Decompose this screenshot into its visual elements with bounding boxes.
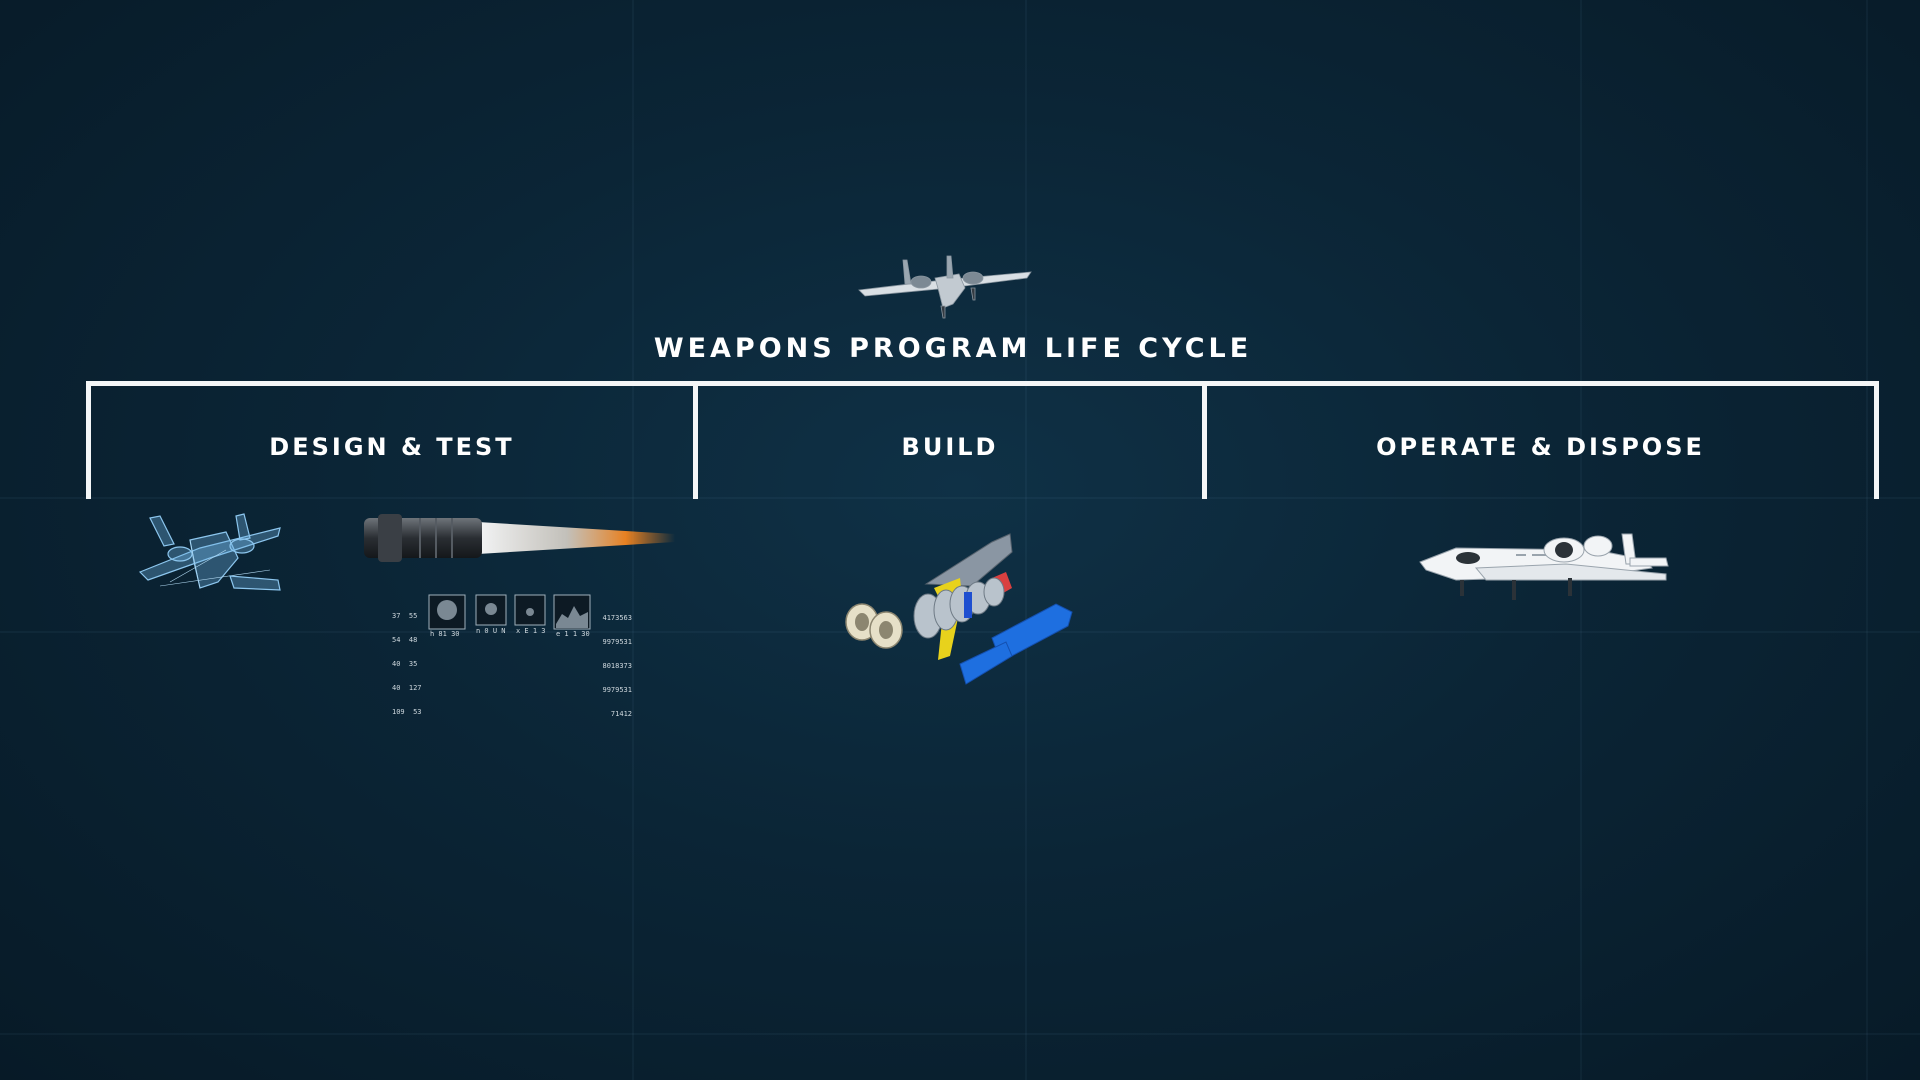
wireframe-aircraft-icon xyxy=(138,513,281,591)
readout-value: 37 55 xyxy=(392,612,418,620)
grid-line xyxy=(1866,0,1868,1080)
grid-line xyxy=(0,631,1920,633)
page-title: WEAPONS PROGRAM LIFE CYCLE xyxy=(653,333,1253,364)
grid-line xyxy=(1580,0,1582,1080)
exploded-engine-icon xyxy=(845,533,1073,685)
jet-engine-test-icon xyxy=(364,514,675,562)
readout-value: 40 127 xyxy=(392,684,422,692)
panel-label: h 81 30 xyxy=(430,630,460,638)
readout-value: 9979531 xyxy=(602,686,632,694)
phase-design-test: DESIGN & TEST xyxy=(269,433,515,461)
readout-value: 4173563 xyxy=(602,614,632,622)
readout-right-column: 4173563 9979531 8018373 9979531 71412 xyxy=(598,598,632,726)
readout-value: 8018373 xyxy=(602,662,632,670)
readout-value: 9979531 xyxy=(602,638,632,646)
test-readout-panels xyxy=(428,594,591,630)
aircraft-icon xyxy=(858,255,1032,319)
panel-label: x E 1 3 xyxy=(516,627,546,635)
aircraft-icon xyxy=(1419,533,1669,600)
lifecycle-bracket xyxy=(86,381,1879,386)
panel-label: e 1 1 30 xyxy=(556,630,590,638)
bracket-divider xyxy=(1202,381,1207,499)
grid-line xyxy=(0,1033,1920,1035)
readout-value: 40 35 xyxy=(392,660,418,668)
readout-left-column: 37 55 54 48 40 35 40 127 109 53 xyxy=(392,596,422,724)
bracket-divider xyxy=(1874,381,1879,499)
bracket-divider xyxy=(86,381,91,499)
readout-value: 54 48 xyxy=(392,636,418,644)
grid-line xyxy=(0,497,1920,499)
phase-operate-dispose: OPERATE & DISPOSE xyxy=(1376,433,1705,461)
readout-value: 109 53 xyxy=(392,708,422,716)
readout-value: 71412 xyxy=(610,710,632,718)
phase-build: BUILD xyxy=(901,433,999,461)
panel-label: n 0 U N xyxy=(476,627,506,635)
bracket-divider xyxy=(693,381,698,499)
grid-line xyxy=(1025,0,1027,1080)
